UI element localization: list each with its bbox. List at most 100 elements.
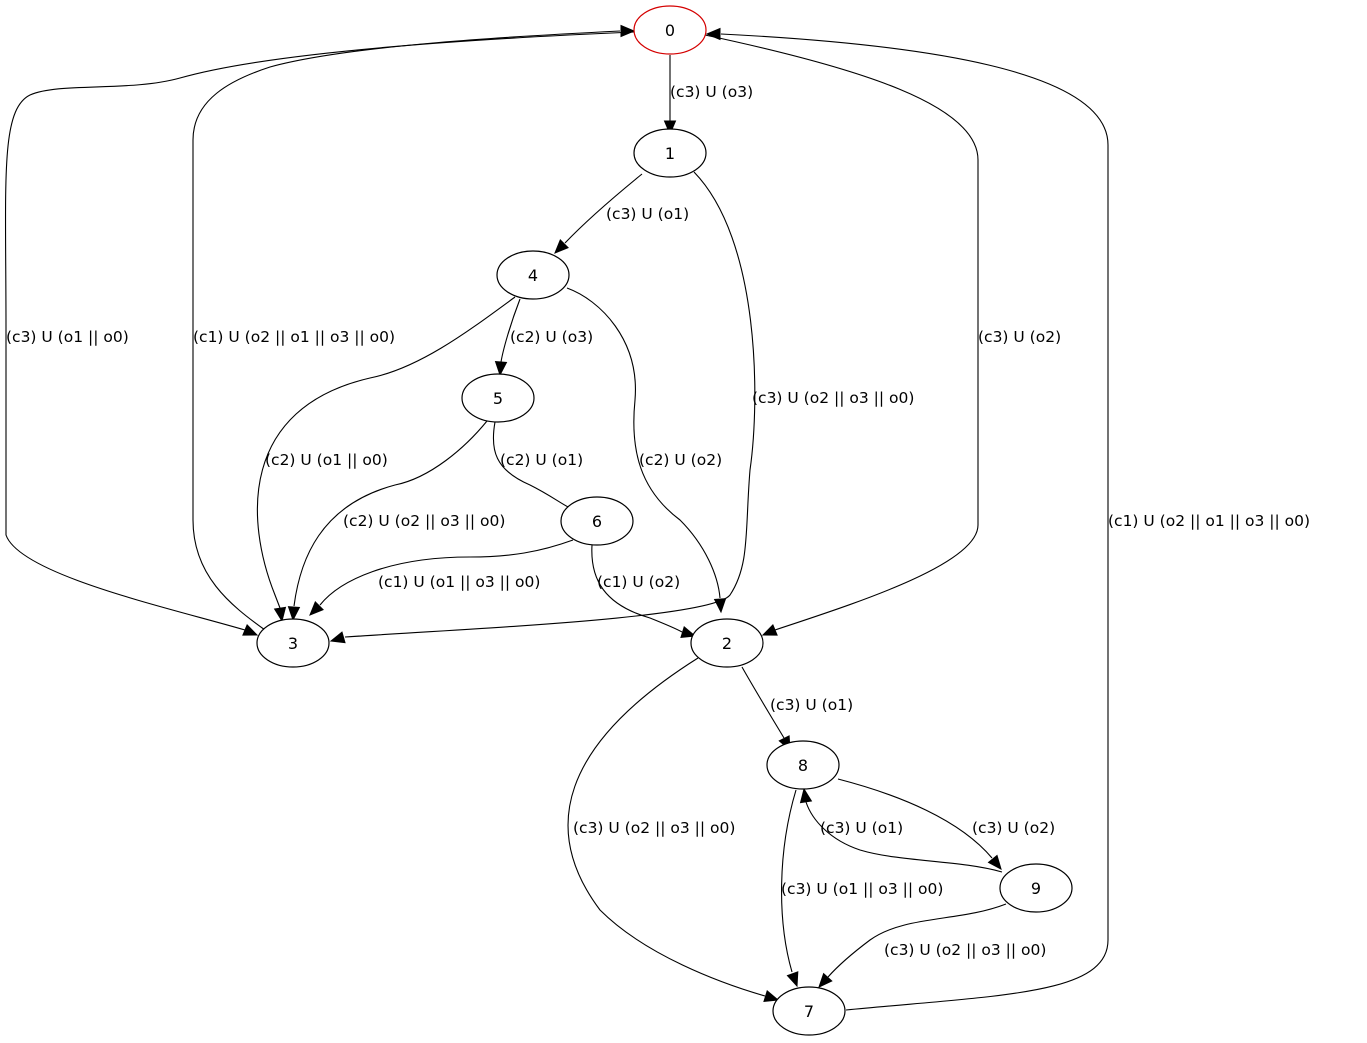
edge-label: (c3) U (o3)	[670, 83, 753, 101]
edge-0-to-2: (c3) U (o2)	[704, 34, 1061, 636]
edge-label: (c2) U (o3)	[510, 328, 593, 346]
node-2: 2	[690, 618, 764, 668]
edge-label: (c3) U (o2 || o3 || o0)	[752, 389, 914, 407]
edge-label: (c3) U (o1)	[820, 819, 903, 837]
edge-arrowhead	[242, 624, 259, 636]
node-8: 8	[766, 740, 840, 790]
state-ellipse	[690, 618, 764, 668]
state-label: 5	[493, 389, 503, 408]
edge-arrowhead	[273, 606, 287, 623]
state-label: 1	[665, 144, 675, 163]
edge-label: (c2) U (o1 || o0)	[265, 451, 388, 469]
edge-line	[567, 657, 766, 997]
node-0: 0	[633, 5, 707, 55]
state-ellipse	[461, 373, 535, 423]
edge-label: (c3) U (o2)	[972, 819, 1055, 837]
state-label: 0	[665, 21, 675, 40]
state-label: 3	[288, 634, 298, 653]
edge-arrowhead	[554, 239, 569, 254]
edge-label: (c3) U (o1)	[606, 205, 689, 223]
state-label: 7	[804, 1002, 814, 1021]
edge-line	[837, 778, 993, 859]
edge-5-to-3: (c2) U (o2 || o3 || o0)	[287, 420, 505, 622]
state-label: 4	[528, 266, 538, 285]
edge-label: (c1) U (o2 || o1 || o3 || o0)	[193, 328, 395, 346]
edge-label: (c2) U (o1)	[500, 451, 583, 469]
edge-7-to-0: (c1) U (o2 || o1 || o3 || o0)	[705, 27, 1310, 1011]
edge-arrowhead	[329, 631, 346, 644]
edge-line	[704, 34, 979, 631]
edge-line	[192, 30, 621, 631]
edge-arrowhead	[786, 971, 799, 988]
edge-3-to-0: (c1) U (o2 || o1 || o3 || o0)	[192, 24, 636, 631]
edge-arrowhead	[494, 361, 508, 377]
state-ellipse	[256, 618, 330, 668]
node-1: 1	[633, 128, 707, 178]
edge-line	[344, 171, 756, 638]
state-ellipse	[633, 128, 707, 178]
state-label: 9	[1031, 879, 1041, 898]
edge-line	[827, 903, 1007, 978]
node-7: 7	[772, 986, 846, 1036]
edge-label: (c3) U (o1)	[770, 696, 853, 714]
edge-label: (c3) U (o2)	[978, 328, 1061, 346]
node-5: 5	[461, 373, 535, 423]
edge-2-to-7: (c3) U (o2 || o3 || o0)	[567, 657, 780, 1003]
edge-line	[805, 801, 1003, 873]
edge-arrowhead	[705, 27, 721, 41]
edge-arrowhead	[620, 24, 636, 38]
edge-1-to-3: (c3) U (o2 || o3 || o0)	[329, 171, 914, 644]
edge-arrowhead	[680, 626, 697, 639]
edge-line	[564, 173, 643, 244]
state-label: 6	[592, 512, 602, 531]
edge-0-to-1: (c3) U (o3)	[663, 55, 753, 136]
edge-line	[741, 666, 785, 739]
edge-line	[319, 539, 574, 606]
edge-arrowhead	[761, 624, 778, 636]
edge-label: (c3) U (o1 || o0)	[6, 328, 129, 346]
state-label: 8	[798, 756, 808, 775]
edge-label: (c1) U (o1 || o3 || o0)	[378, 573, 540, 591]
edge-8-to-9: (c3) U (o2)	[837, 778, 1055, 870]
edge-label: (c2) U (o2)	[639, 451, 722, 469]
edge-2-to-8: (c3) U (o1)	[741, 666, 853, 752]
state-ellipse	[766, 740, 840, 790]
state-ellipse	[999, 863, 1073, 913]
edge-line	[256, 296, 516, 609]
edge-label: (c3) U (o2 || o3 || o0)	[884, 941, 1046, 959]
edge-4-to-2: (c2) U (o2)	[566, 287, 727, 614]
state-label: 2	[722, 634, 732, 653]
edge-label: (c1) U (o2 || o1 || o3 || o0)	[1108, 512, 1310, 530]
edge-arrowhead	[818, 972, 833, 988]
node-6: 6	[560, 496, 634, 546]
initial-state-ellipse	[633, 5, 707, 55]
nodes-layer: 0 1 2 3 4 5 6 7 8 9	[256, 5, 1073, 1036]
edge-6-to-2: (c1) U (o2)	[591, 544, 697, 639]
state-ellipse	[496, 250, 570, 300]
edge-label: (c3) U (o1 || o3 || o0)	[781, 880, 943, 898]
edge-line	[492, 421, 571, 509]
edge-1-to-4: (c3) U (o1)	[554, 173, 689, 254]
node-4: 4	[496, 250, 570, 300]
edge-line	[591, 544, 683, 633]
edge-arrowhead	[763, 990, 780, 1003]
edge-5-to-6: (c2) U (o1)	[492, 421, 583, 516]
state-ellipse	[772, 986, 846, 1036]
edge-line	[720, 33, 1109, 1011]
edge-8-to-7: (c3) U (o1 || o3 || o0)	[781, 789, 943, 988]
edge-arrowhead	[987, 854, 1002, 870]
edge-line	[293, 420, 488, 607]
edge-4-to-3: (c2) U (o1 || o0)	[256, 296, 516, 623]
edge-label: (c2) U (o2 || o3 || o0)	[343, 512, 505, 530]
edges-layer: (c3) U (o3)(c3) U (o1)(c3) U (o2 || o3 |…	[4, 24, 1310, 1011]
node-9: 9	[999, 863, 1073, 913]
edge-label: (c1) U (o2)	[597, 573, 680, 591]
edge-arrowhead	[799, 787, 813, 804]
edge-6-to-3: (c1) U (o1 || o3 || o0)	[309, 539, 574, 616]
edge-9-to-7: (c3) U (o2 || o3 || o0)	[818, 903, 1046, 988]
edge-arrowhead	[713, 598, 727, 614]
edge-line	[4, 31, 635, 631]
state-ellipse	[560, 496, 634, 546]
edge-line	[781, 789, 797, 973]
